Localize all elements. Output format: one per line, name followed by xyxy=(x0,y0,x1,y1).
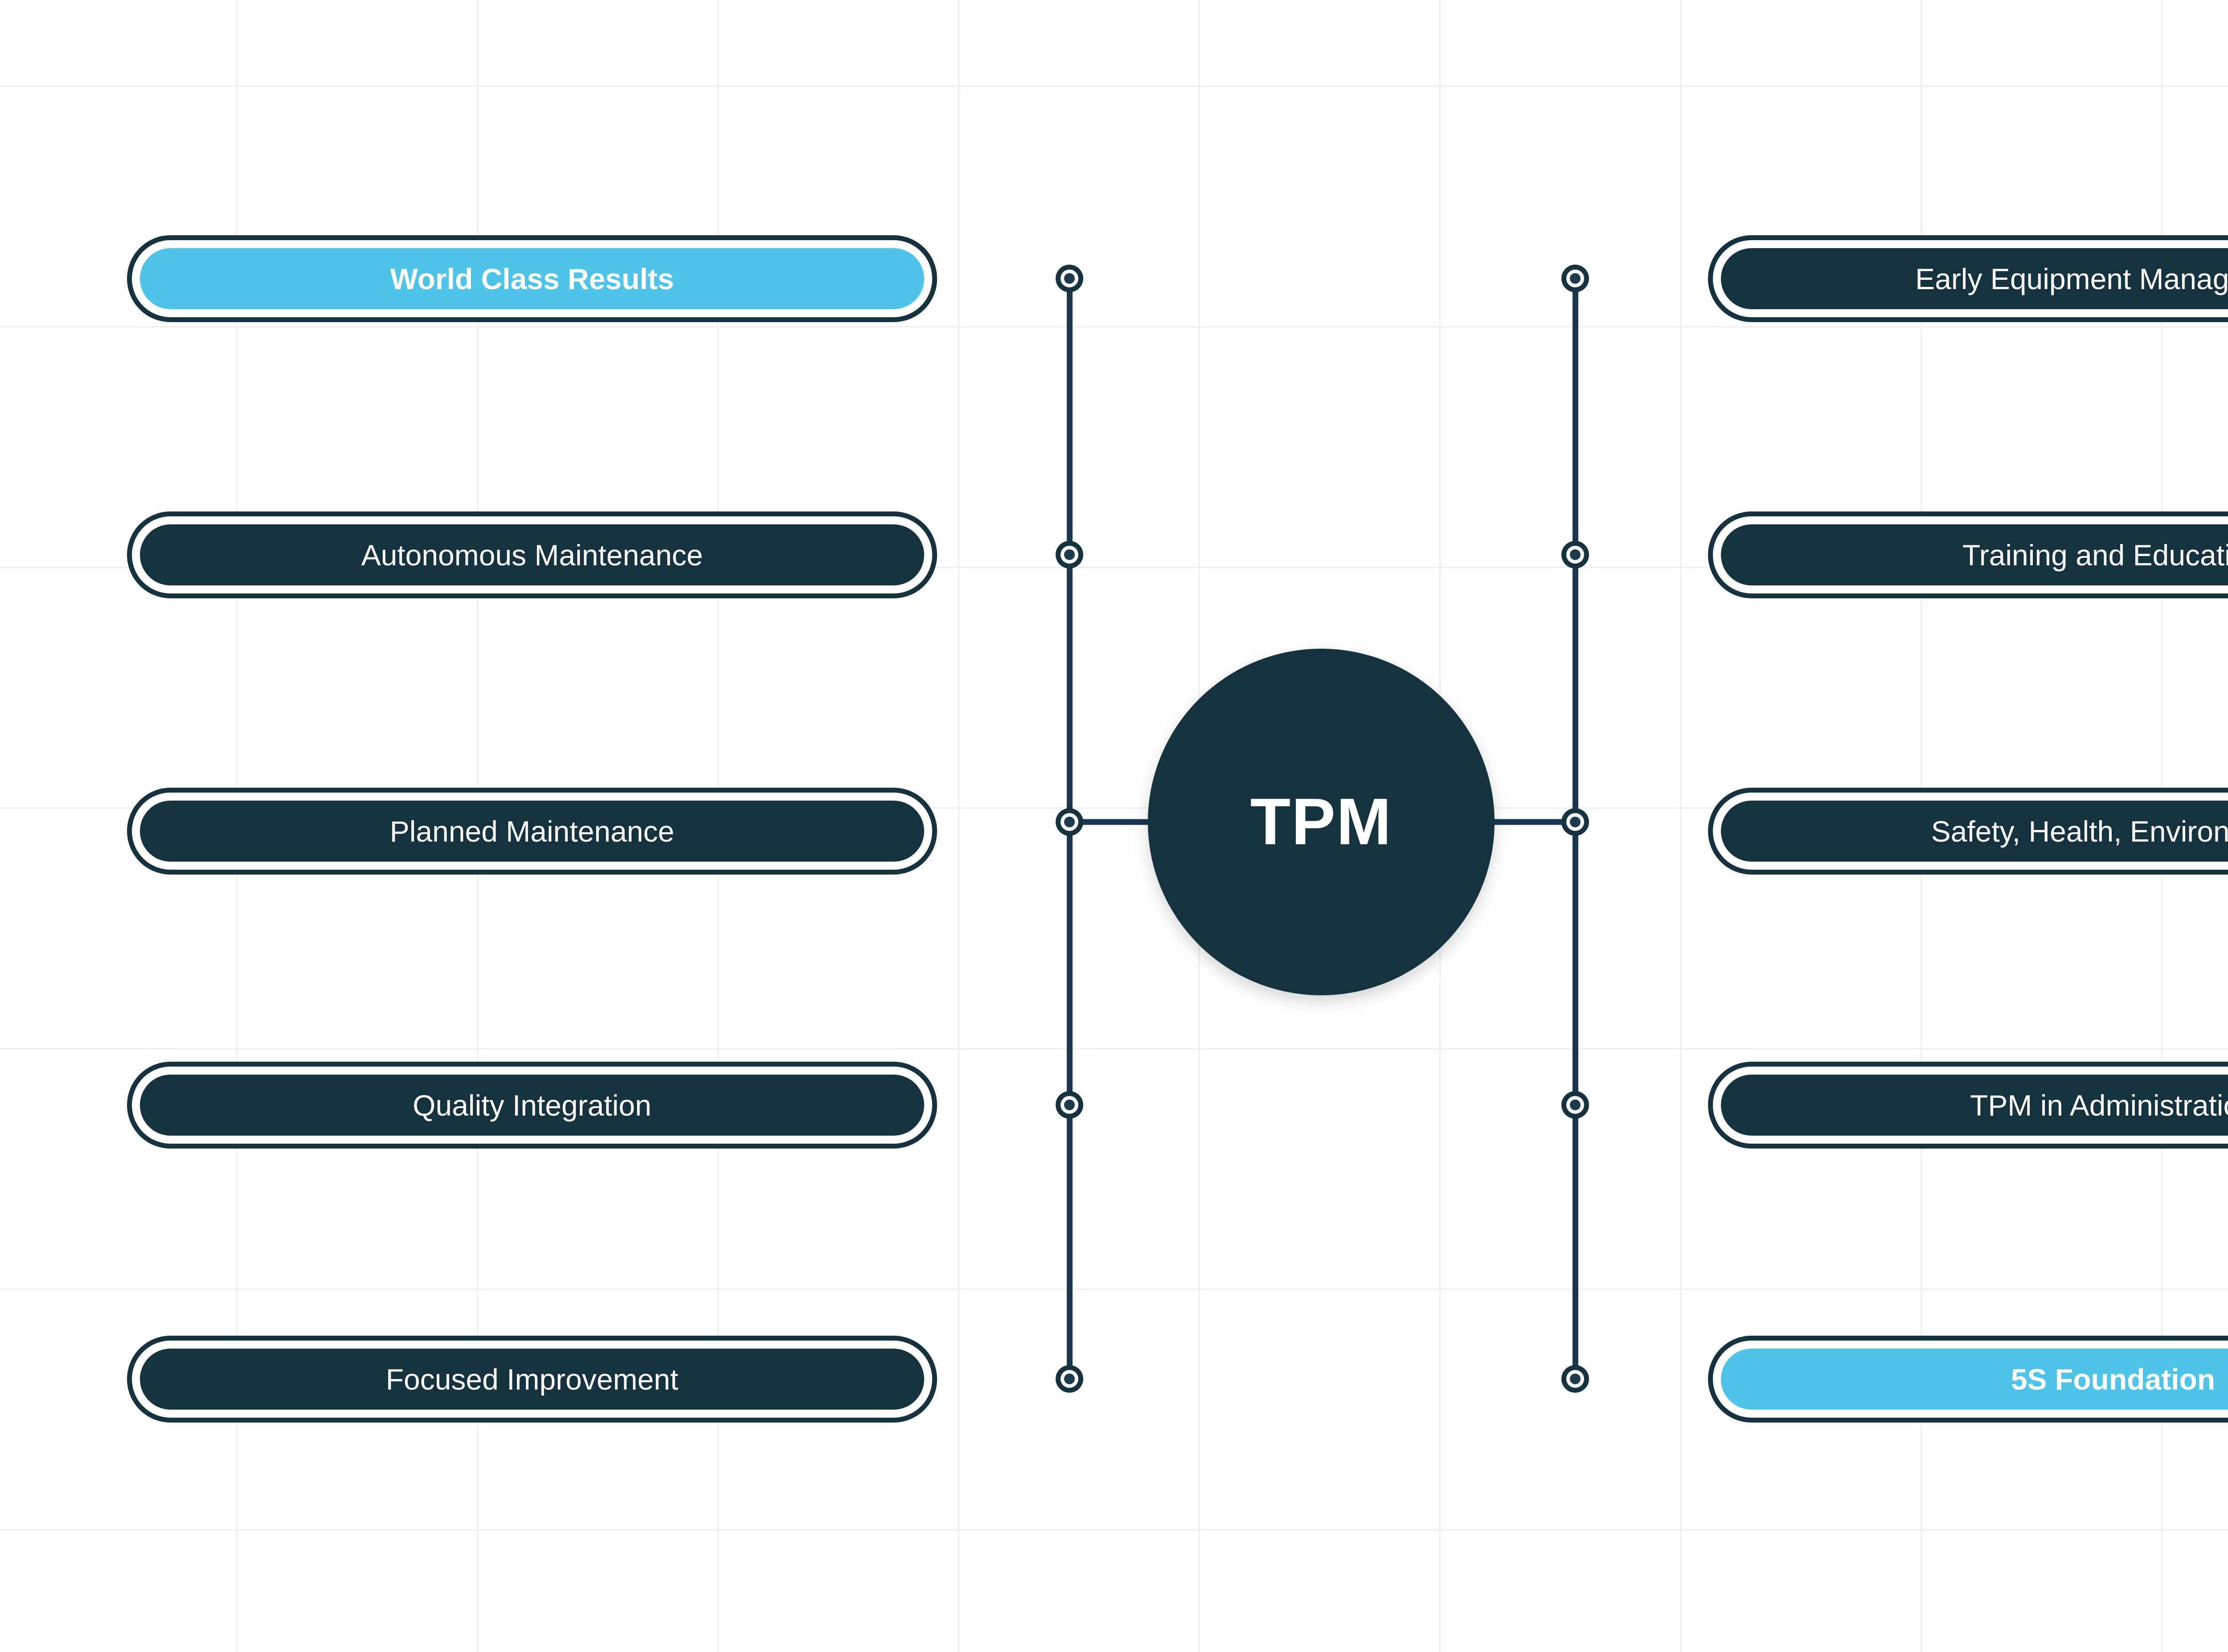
node-left-4[interactable] xyxy=(1056,1091,1083,1119)
node-core-icon xyxy=(1064,817,1075,827)
node-core-icon xyxy=(1570,1374,1581,1384)
node-right-2[interactable] xyxy=(1561,541,1589,568)
node-ring-icon xyxy=(1566,546,1584,564)
node-ring-icon xyxy=(1061,270,1078,287)
pill-right-4-label: TPM in Administration xyxy=(1970,1088,2228,1122)
pill-left-1-body: World Class Results xyxy=(140,248,924,309)
node-left-2[interactable] xyxy=(1056,541,1083,568)
hub-connector-right xyxy=(1484,819,1575,825)
pill-left-1-label: World Class Results xyxy=(390,262,674,295)
node-core-icon xyxy=(1064,549,1075,560)
node-ring-icon xyxy=(1566,1370,1584,1388)
node-core-icon xyxy=(1064,273,1075,284)
node-ring-icon xyxy=(1061,1370,1078,1388)
node-right-1[interactable] xyxy=(1561,265,1589,292)
pill-left-3-body: Planned Maintenance xyxy=(140,801,924,862)
pill-left-3-label: Planned Maintenance xyxy=(389,814,675,848)
pill-right-1-label: Early Equipment Management xyxy=(1915,262,2228,295)
pill-left-2[interactable]: Autonomous Maintenance xyxy=(127,511,937,598)
node-ring-icon xyxy=(1566,1096,1584,1114)
node-core-icon xyxy=(1570,273,1581,284)
node-core-icon xyxy=(1064,1374,1075,1384)
pill-left-2-body: Autonomous Maintenance xyxy=(140,524,924,585)
pill-left-2-label: Autonomous Maintenance xyxy=(361,538,703,572)
pill-left-3[interactable]: Planned Maintenance xyxy=(127,788,937,875)
node-right-5[interactable] xyxy=(1561,1365,1589,1393)
node-ring-icon xyxy=(1061,813,1078,831)
hub-connector-left xyxy=(1069,819,1159,825)
pill-left-1[interactable]: World Class Results xyxy=(127,235,937,322)
tpm-hub-label: TPM xyxy=(1250,785,1392,859)
pill-right-2-body: Training and Education xyxy=(1721,524,2228,585)
pill-right-3-body: Safety, Health, Environment xyxy=(1721,801,2228,862)
pill-left-4-body: Quality Integration xyxy=(140,1075,924,1136)
node-core-icon xyxy=(1570,817,1581,827)
node-ring-icon xyxy=(1061,1096,1078,1114)
node-left-3[interactable] xyxy=(1056,808,1083,836)
pill-left-4-label: Quality Integration xyxy=(413,1088,651,1122)
pill-right-4-body: TPM in Administration xyxy=(1721,1075,2228,1136)
pill-right-1[interactable]: Early Equipment Management xyxy=(1708,235,2228,322)
pill-right-5[interactable]: 5S Foundation xyxy=(1708,1336,2228,1423)
node-ring-icon xyxy=(1566,270,1584,287)
pill-right-5-body: 5S Foundation xyxy=(1721,1349,2228,1410)
pill-right-3-label: Safety, Health, Environment xyxy=(1931,814,2228,848)
pill-right-5-label: 5S Foundation xyxy=(2011,1362,2216,1396)
node-left-1[interactable] xyxy=(1056,265,1083,292)
node-right-4[interactable] xyxy=(1561,1091,1589,1119)
pill-right-2-label: Training and Education xyxy=(1962,538,2228,572)
node-core-icon xyxy=(1064,1100,1075,1110)
pill-right-4[interactable]: TPM in Administration xyxy=(1708,1062,2228,1149)
node-ring-icon xyxy=(1061,546,1078,564)
pill-right-3[interactable]: Safety, Health, Environment xyxy=(1708,788,2228,875)
node-right-3[interactable] xyxy=(1561,808,1589,836)
pill-right-1-body: Early Equipment Management xyxy=(1721,248,2228,309)
node-core-icon xyxy=(1570,1100,1581,1110)
pill-left-5-label: Focused Improvement xyxy=(385,1362,679,1396)
pill-right-2[interactable]: Training and Education xyxy=(1708,511,2228,598)
node-ring-icon xyxy=(1566,813,1584,831)
tpm-hub-circle[interactable]: TPM xyxy=(1148,649,1495,995)
node-core-icon xyxy=(1570,549,1581,560)
pill-left-5-body: Focused Improvement xyxy=(140,1349,924,1410)
pill-left-4[interactable]: Quality Integration xyxy=(127,1062,937,1149)
pill-left-5[interactable]: Focused Improvement xyxy=(127,1336,937,1423)
node-left-5[interactable] xyxy=(1056,1365,1083,1393)
